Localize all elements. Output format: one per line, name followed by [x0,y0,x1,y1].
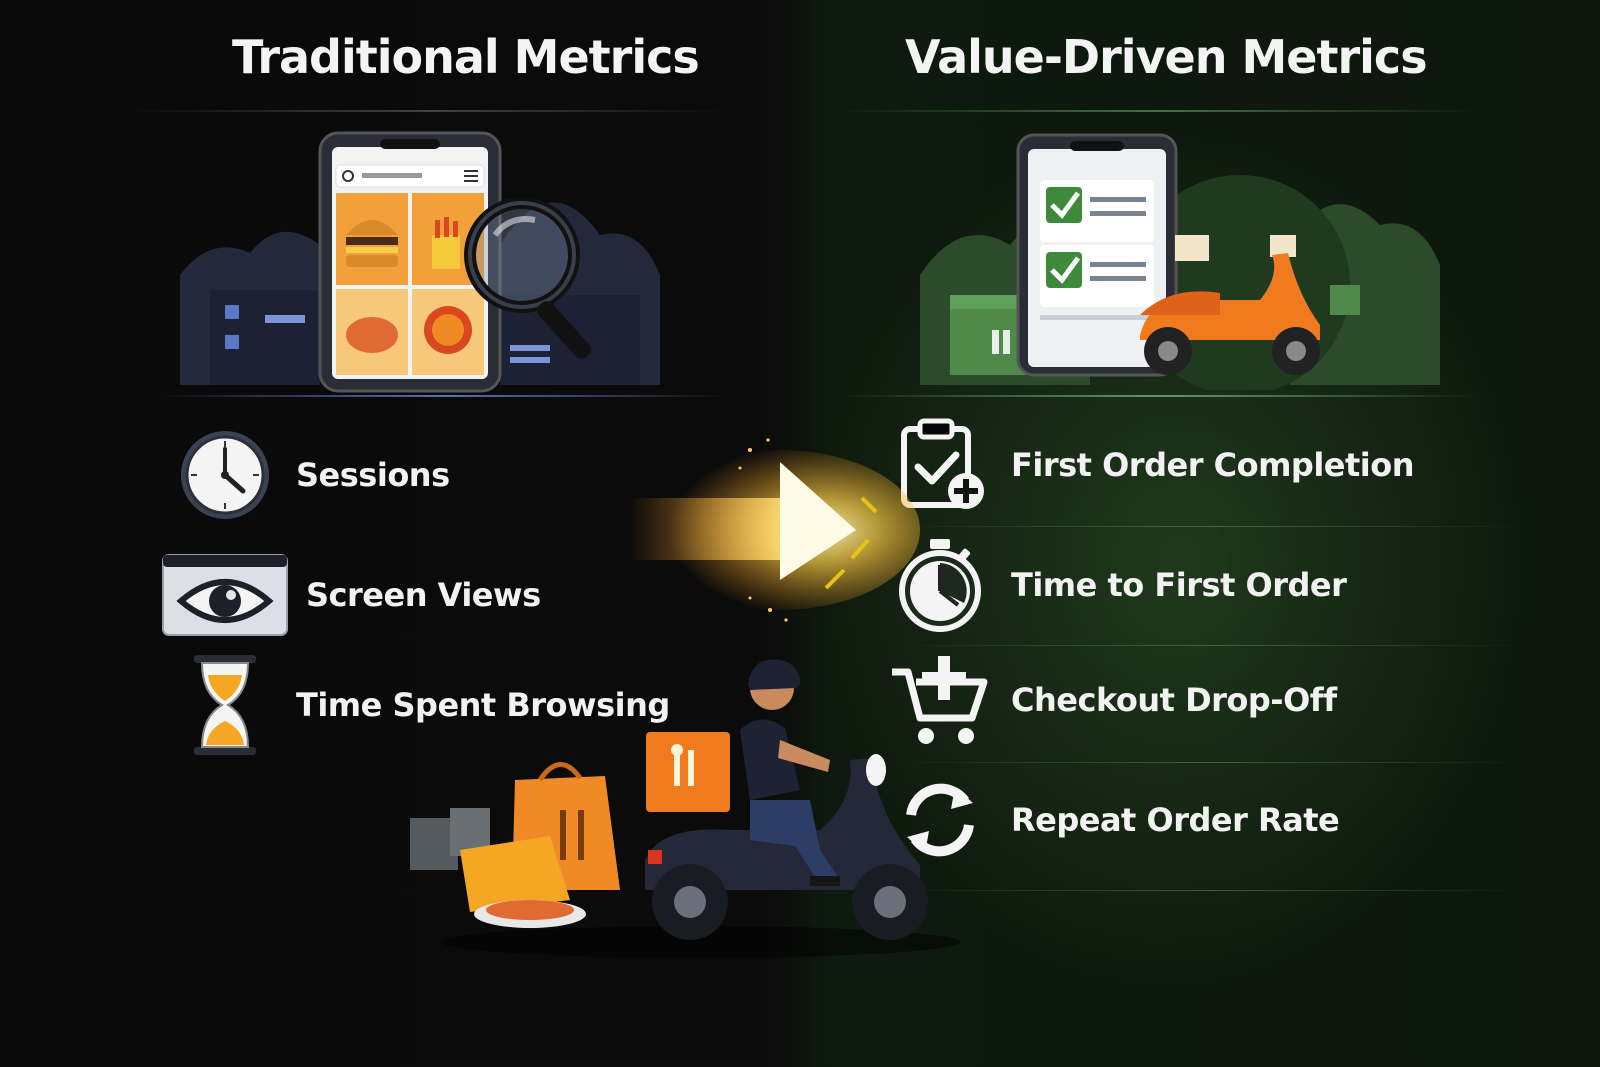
delivery-rider-illustration [410,659,960,958]
value-driven-metrics-title: Value-Driven Metrics [905,30,1428,84]
right-title-divider [840,110,1480,112]
metric-row-screen-views: Screen Views [160,545,541,645]
row-divider [890,645,1530,646]
metric-label: Sessions [296,456,450,494]
left-title-divider [130,110,730,112]
clipboard-check-icon [885,415,995,515]
refresh-icon [885,770,995,870]
order-checklist-illustration [920,133,1440,390]
clock-icon [170,425,280,525]
value-driven-metrics-panel: Value-Driven Metrics [800,0,1600,1067]
hourglass-icon [170,655,280,755]
metric-row-time-spent-browsing: Time Spent Browsing [170,655,670,755]
row-divider [890,762,1530,763]
metric-row-first-order-completion: First Order Completion [885,415,1415,515]
metric-label: Time Spent Browsing [296,686,670,724]
row-divider [890,890,1530,891]
stopwatch-icon [885,535,995,635]
metric-label: Screen Views [306,576,541,614]
traditional-metrics-panel: Traditional Metrics [130,30,730,755]
row-divider [890,526,1530,527]
traditional-metrics-title: Traditional Metrics [232,30,700,84]
transition-arrow [630,438,920,622]
cart-plus-icon [885,650,995,750]
right-illustration-base [840,395,1480,397]
metric-label: Repeat Order Rate [1011,801,1340,839]
metric-row-sessions: Sessions [170,425,450,525]
metric-label: First Order Completion [1011,446,1415,484]
metric-row-repeat-order-rate: Repeat Order Rate [885,770,1340,870]
metric-row-checkout-drop-off: Checkout Drop-Off [885,650,1337,750]
eye-icon [160,545,290,645]
metric-label: Checkout Drop-Off [1011,681,1337,719]
left-illustration-base [160,395,730,397]
metric-label: Time to First Order [1011,566,1347,604]
phone-browsing-illustration [180,131,660,393]
metric-row-time-to-first-order: Time to First Order [885,535,1347,635]
